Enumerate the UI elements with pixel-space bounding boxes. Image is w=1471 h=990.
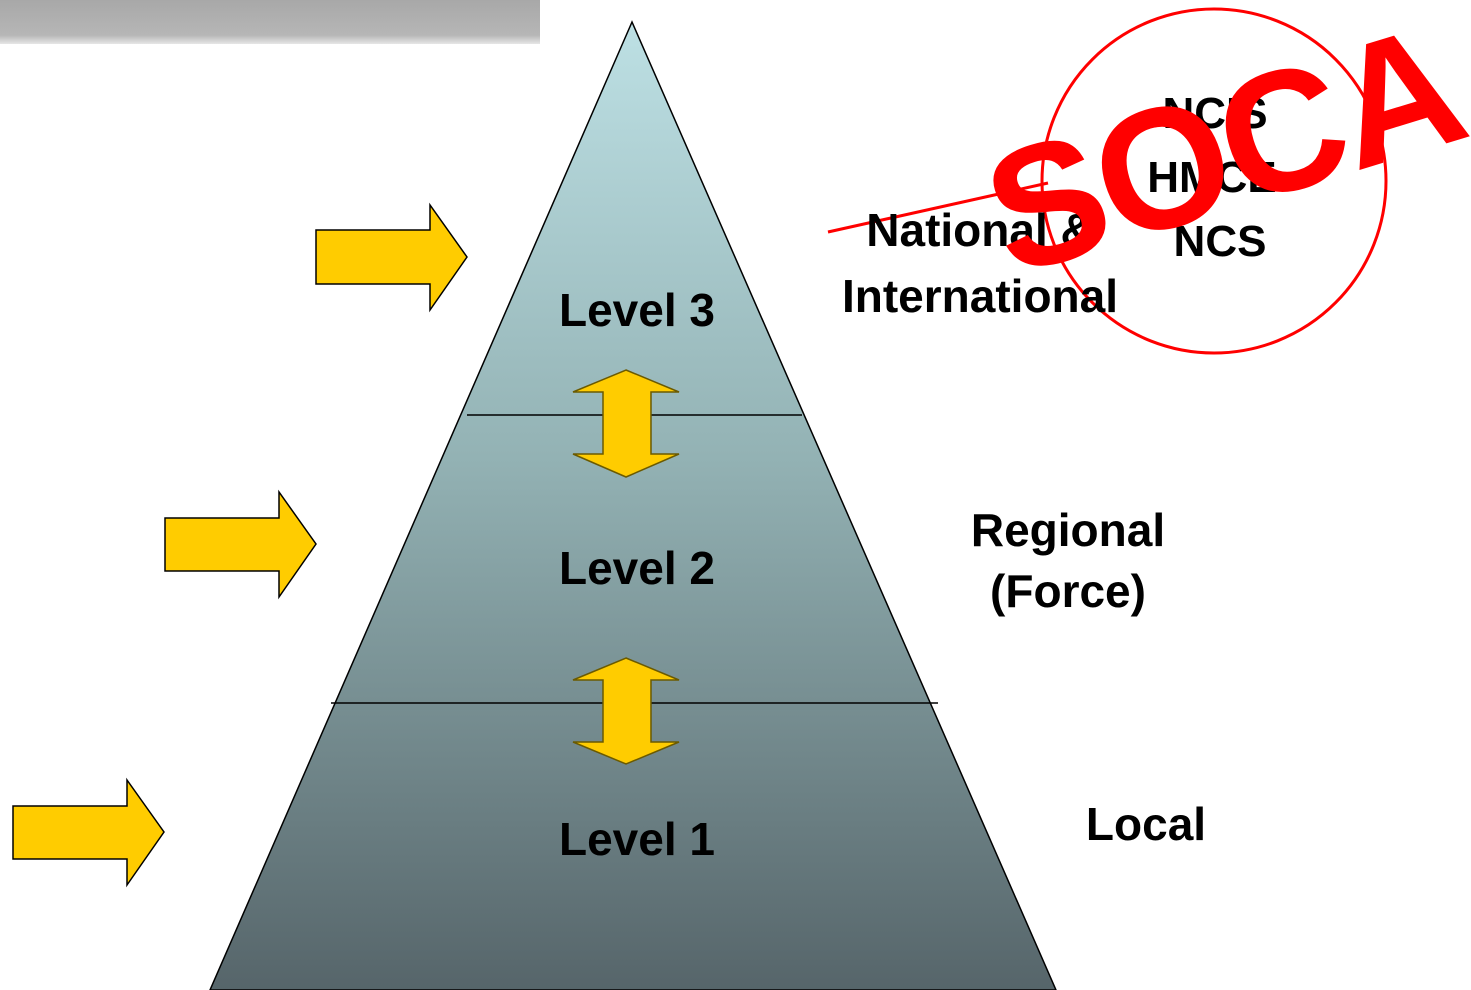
stamp-circle <box>1040 7 1388 355</box>
double-arrow-icon <box>572 657 680 765</box>
level-2-label: Level 2 <box>559 542 715 594</box>
agency-hmce: HMCE <box>1147 153 1277 202</box>
pyramid-triangle <box>209 20 1057 990</box>
right-arrow-icon <box>164 489 317 600</box>
agency-ncis: NCIS <box>1162 89 1268 138</box>
level-1-scope: Local <box>1085 798 1207 850</box>
right-arrow-icon <box>315 202 468 313</box>
level-3-label: Level 3 <box>559 284 715 336</box>
right-arrow-icon <box>12 777 165 888</box>
agency-ncs: NCS <box>1173 217 1267 266</box>
level-2-scope: Regional (Force) <box>970 504 1166 617</box>
level-1-label: Level 1 <box>559 813 715 865</box>
strike-line <box>827 181 1049 234</box>
double-arrow-icon <box>572 369 680 478</box>
level-3-scope: National & International <box>841 204 1119 322</box>
header-banner <box>0 0 540 44</box>
